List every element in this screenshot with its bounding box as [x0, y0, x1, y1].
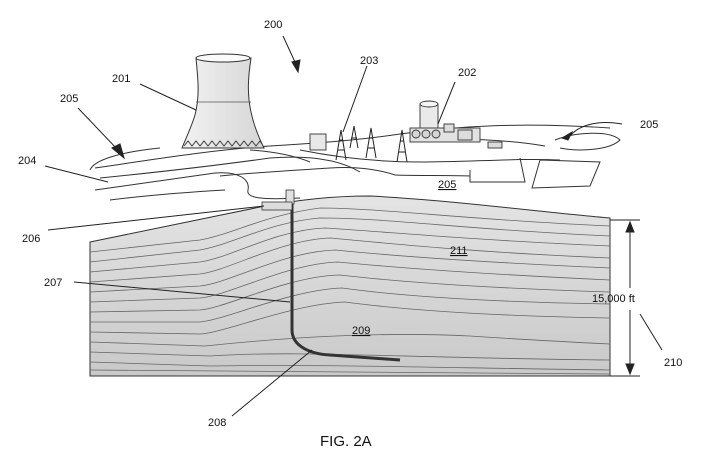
label-207: 207	[44, 277, 62, 289]
label-206: 206	[22, 233, 40, 245]
label-205-center: 205	[438, 179, 456, 191]
cooling-tower-201	[181, 53, 265, 149]
label-202: 202	[458, 67, 476, 79]
facility-202	[309, 100, 503, 151]
depth-dimension	[610, 219, 640, 377]
label-211: 211	[450, 245, 468, 257]
label-203: 203	[360, 55, 378, 67]
label-205-right: 205	[640, 119, 658, 131]
label-200: 200	[264, 19, 282, 31]
figure-caption: FIG. 2A	[320, 433, 372, 450]
label-209: 209	[352, 325, 370, 337]
surface-terrain	[89, 124, 621, 201]
derricks-203	[335, 125, 408, 163]
label-201: 201	[112, 73, 130, 85]
label-204: 204	[18, 155, 36, 167]
subsurface-strata	[89, 195, 611, 377]
label-210: 210	[664, 357, 682, 369]
leader-lines	[44, 35, 663, 417]
label-205-left: 205	[60, 93, 78, 105]
label-208: 208	[208, 417, 226, 429]
depth-label: 15,000 ft	[592, 293, 635, 305]
